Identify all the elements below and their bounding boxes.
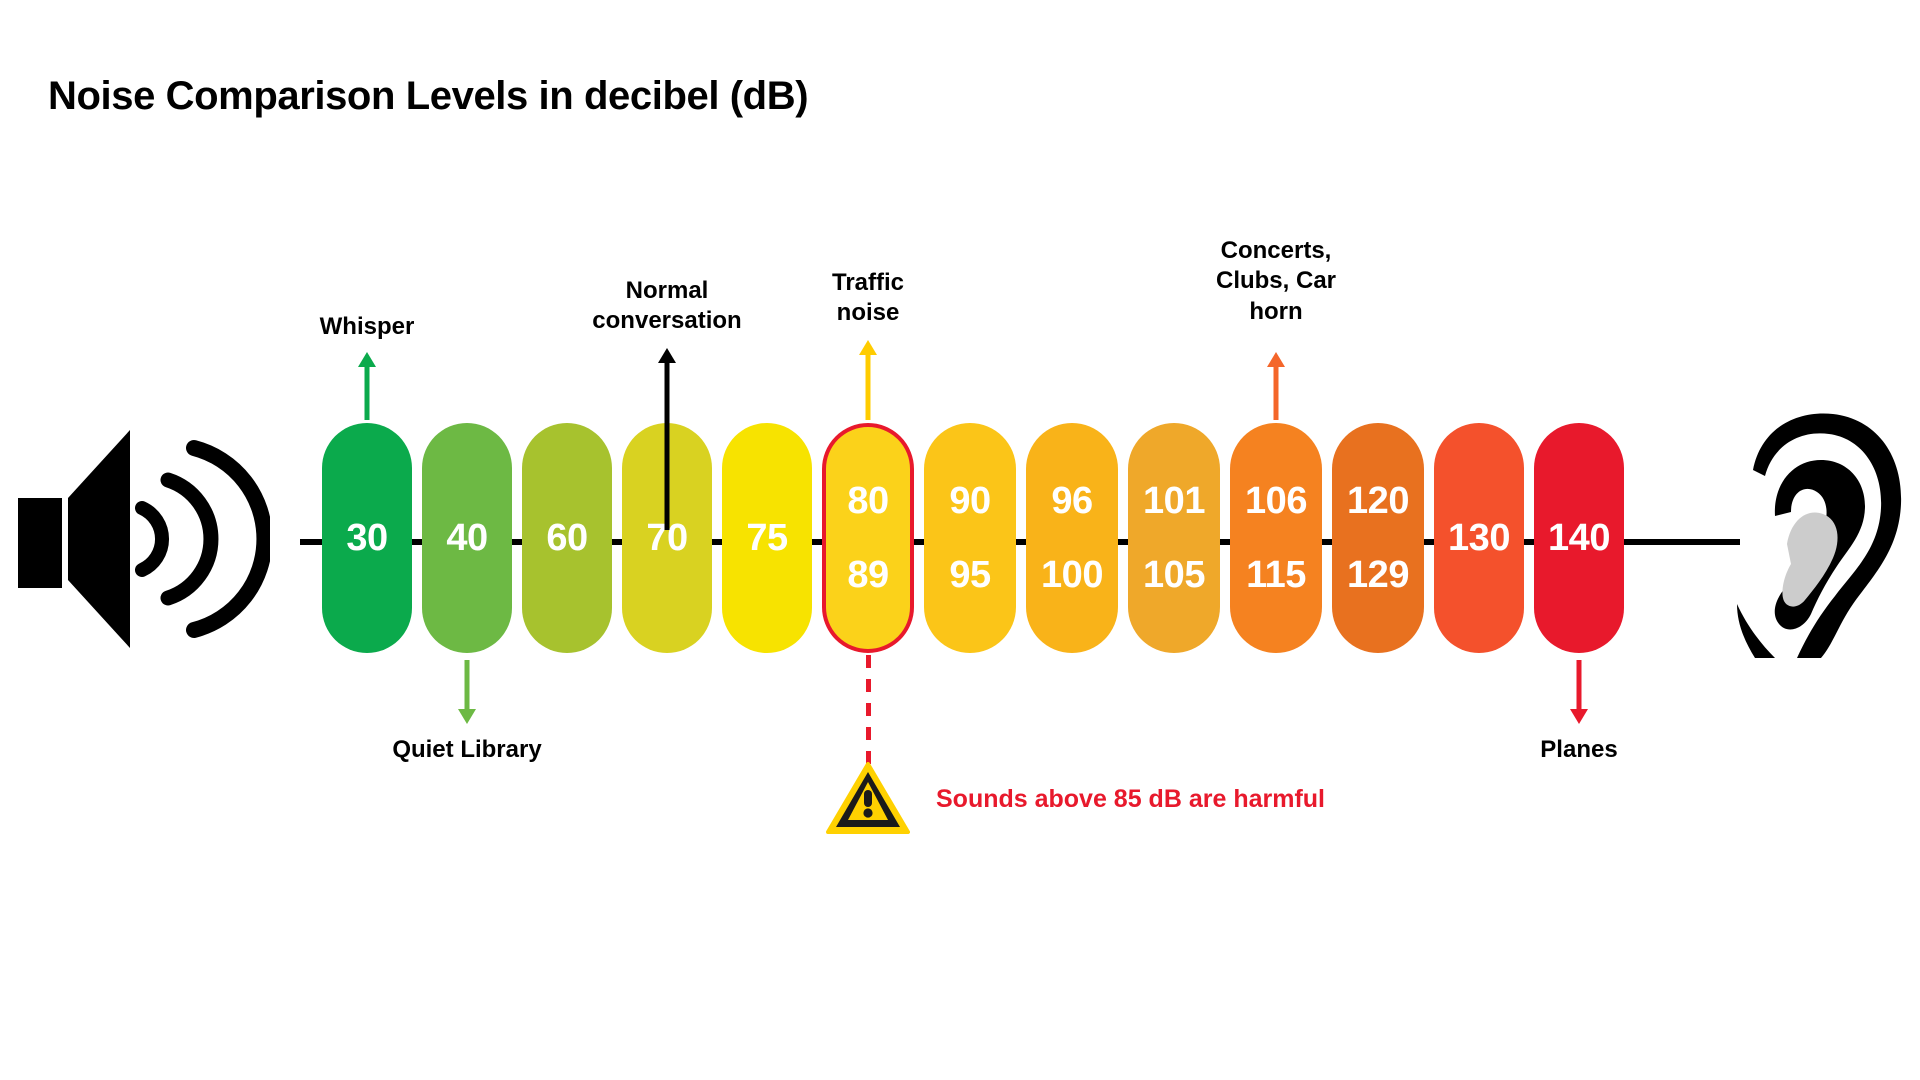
pill-value-bottom: 129 <box>1347 554 1409 596</box>
page-title: Noise Comparison Levels in decibel (dB) <box>48 74 809 118</box>
decibel-pill: 96 100 <box>1026 423 1118 653</box>
pill-value-top: 80 <box>847 480 889 522</box>
callout-arrow <box>347 352 387 420</box>
decibel-pill: 120 129 <box>1332 423 1424 653</box>
decibel-pill: 80 89 <box>822 423 914 653</box>
decibel-pill: 60 <box>522 423 612 653</box>
pill-value-top: 140 <box>1548 517 1610 559</box>
arrow-stem <box>464 660 470 710</box>
pill-value-top: 120 <box>1347 480 1409 522</box>
pill-value-top: 96 <box>1051 480 1093 522</box>
pill-value-top: 101 <box>1143 480 1205 522</box>
arrow-head <box>458 709 476 724</box>
warning-message: Sounds above 85 dB are harmful <box>936 785 1325 813</box>
ear-icon <box>1735 408 1910 658</box>
callout-arrow <box>848 340 888 420</box>
callout-arrow <box>647 348 687 530</box>
arrow-head <box>658 348 676 363</box>
callout-label: Planes <box>1540 736 1618 763</box>
decibel-pill: 75 <box>722 423 812 653</box>
decibel-pill: 101 105 <box>1128 423 1220 653</box>
pill-value-top: 106 <box>1245 480 1307 522</box>
arrow-stem <box>1273 364 1279 420</box>
pill-value-bottom: 115 <box>1246 554 1306 596</box>
pill-value-bottom: 100 <box>1041 554 1103 596</box>
decibel-pill: 130 <box>1434 423 1524 653</box>
arrow-stem <box>1576 660 1582 710</box>
arrow-head <box>1267 352 1285 367</box>
callout-arrow <box>447 660 487 724</box>
pill-value-top: 90 <box>949 480 991 522</box>
pill-value-top: 75 <box>746 517 788 559</box>
decibel-pill: 40 <box>422 423 512 653</box>
callout-arrow <box>1559 660 1599 724</box>
arrow-head <box>358 352 376 367</box>
warning-triangle-icon <box>826 762 910 836</box>
warning-connector-line <box>866 655 871 767</box>
callout-label: Concerts, Clubs, Car horn <box>1215 237 1337 325</box>
arrow-head <box>1570 709 1588 724</box>
arrow-stem <box>664 360 670 530</box>
decibel-pill: 90 95 <box>924 423 1016 653</box>
callout-label: Quiet Library <box>392 736 542 763</box>
pill-value-bottom: 105 <box>1143 554 1205 596</box>
pill-value-top: 130 <box>1448 517 1510 559</box>
callout-label: Whisper <box>319 313 415 340</box>
pill-value-bottom: 95 <box>949 554 991 596</box>
callout-label: Normal conversation <box>592 277 742 335</box>
speaker-waves-icon <box>14 424 273 654</box>
arrow-stem <box>865 352 871 420</box>
callout-label: Traffic noise <box>831 269 905 327</box>
decibel-pill: 30 <box>322 423 412 653</box>
pill-value-top: 30 <box>346 517 388 559</box>
decibel-pill: 106 115 <box>1230 423 1322 653</box>
arrow-head <box>859 340 877 355</box>
pill-value-top: 40 <box>446 517 488 559</box>
decibel-axis-line <box>300 539 1740 545</box>
arrow-stem <box>364 364 370 420</box>
pill-value-top: 60 <box>546 517 588 559</box>
decibel-pill: 140 <box>1534 423 1624 653</box>
callout-arrow <box>1256 352 1296 420</box>
pill-value-bottom: 89 <box>847 554 889 596</box>
